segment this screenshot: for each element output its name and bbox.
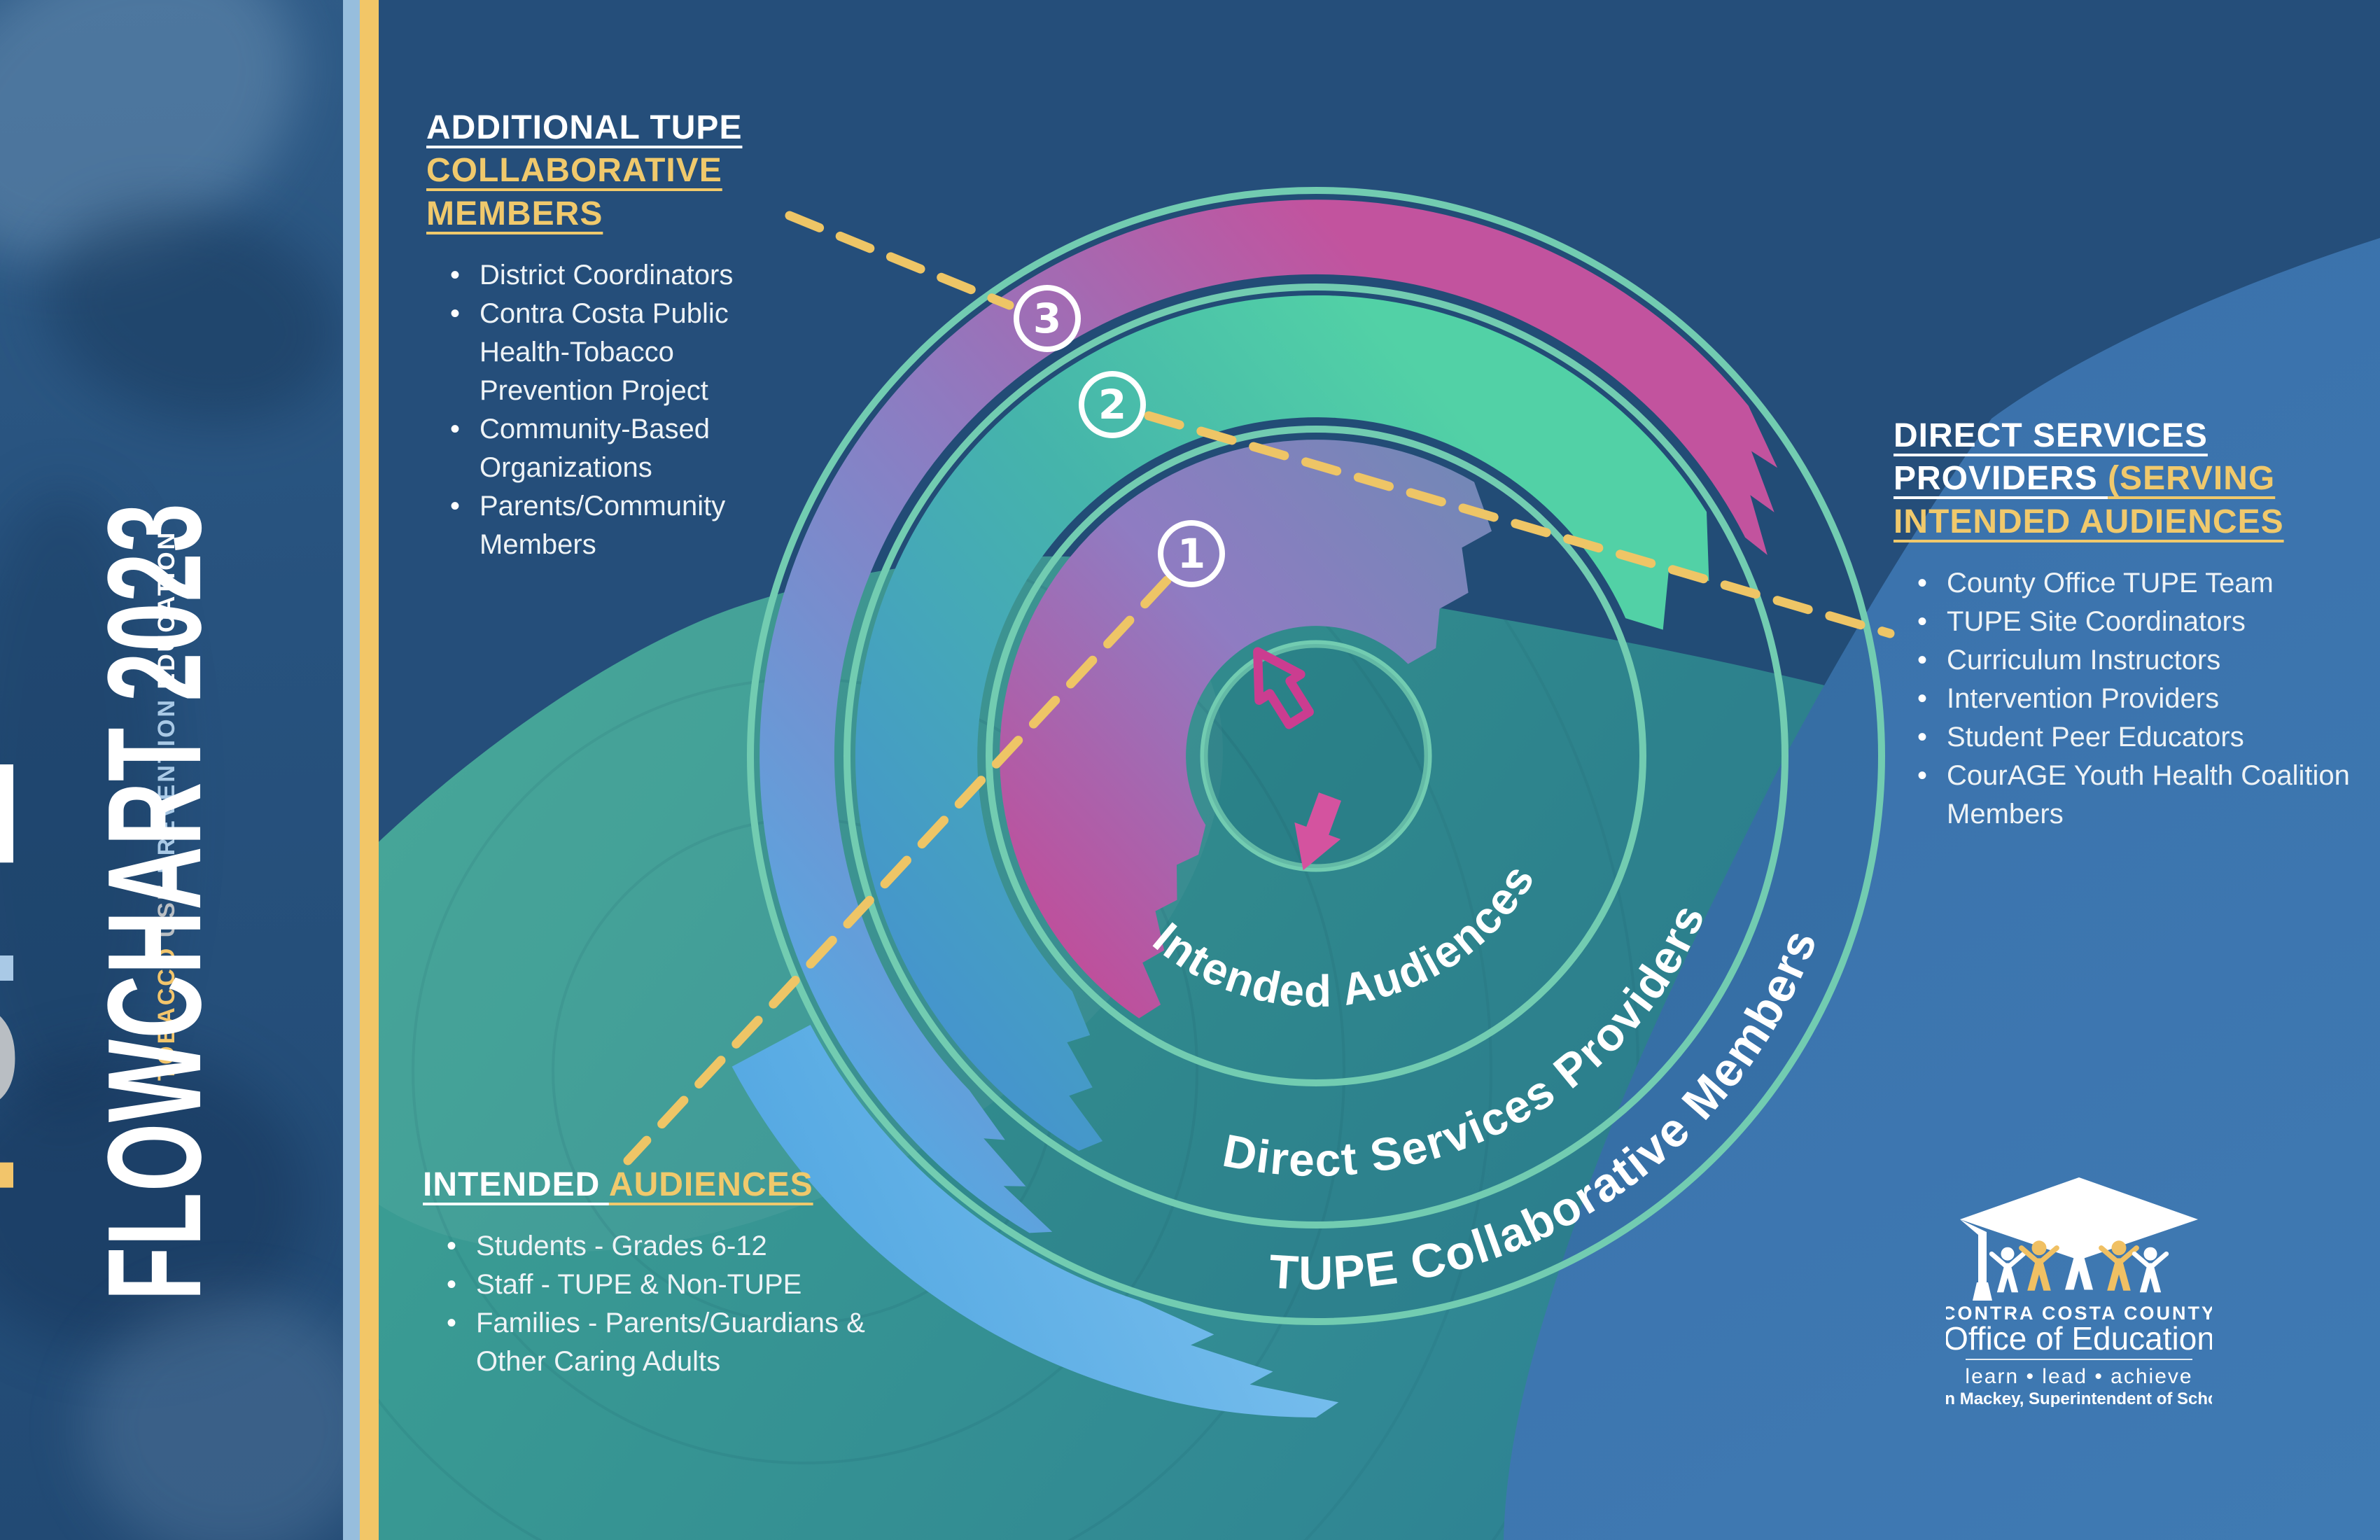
heading-segment: E: [0, 756, 50, 874]
sidebar-photo: [84, 1295, 343, 1540]
heading-segment: ADDITIONAL TUPE: [426, 109, 743, 146]
list-item: County Office TUPE Team: [1917, 564, 2356, 603]
brand-wordmark-tupe: TUPE: [0, 756, 50, 1228]
list-item: Families - Parents/Guardians & Other Car…: [447, 1304, 913, 1381]
callout-list: District CoordinatorsContra Costa Public…: [426, 256, 783, 564]
heading-line: INTENDED AUDIENCES: [1893, 500, 2356, 543]
callout-list: Students - Grades 6-12Staff - TUPE & Non…: [423, 1227, 913, 1381]
accent-stripe-lightblue: [343, 0, 360, 1540]
mint-ring: [986, 426, 1646, 1086]
callout-heading: INTENDED AUDIENCES: [423, 1163, 913, 1206]
heading-segment: INTENDED AUDIENCES: [1893, 503, 2284, 540]
dashed-connectors: [623, 211, 1895, 1166]
heading-segment: PROVIDERS: [1893, 460, 2108, 498]
heading-segment: (SERVING: [2108, 460, 2276, 498]
dash-line-2: [1144, 411, 1895, 638]
callout-heading: ADDITIONAL TUPE COLLABORATIVE MEMBERS: [426, 106, 783, 235]
list-item: Contra Costa Public Health-Tobacco Preve…: [450, 295, 783, 410]
mint-ring: [844, 284, 1788, 1228]
sidebar-photo: [0, 490, 168, 1120]
heading-line: DIRECT SERVICES: [1893, 414, 2356, 457]
heading-line: COLLABORATIVE: [426, 149, 783, 192]
heading-line: INTENDED AUDIENCES: [423, 1163, 913, 1206]
heading-segment: P: [0, 874, 50, 993]
list-item: Students - Grades 6-12: [447, 1227, 913, 1266]
list-item: Parents/Community Members: [450, 487, 783, 564]
heading-line: PROVIDERS (SERVING: [1893, 457, 2356, 500]
heading-line: MEMBERS: [426, 192, 783, 235]
band-outer-blue: [732, 1025, 1339, 1418]
list-item: Staff - TUPE & Non-TUPE: [447, 1266, 913, 1304]
mint-ring: [1200, 640, 1432, 872]
list-item: CourAGE Youth Health Coalition Members: [1917, 757, 2356, 834]
badge-1: 1: [1158, 520, 1225, 587]
person-icon: [2099, 1240, 2139, 1291]
band-intended: [1000, 440, 1492, 1018]
accent-stripe-yellow: [360, 0, 379, 1540]
person-icon: [2132, 1247, 2169, 1293]
list-item: Community-Based Organizations: [450, 410, 783, 487]
list-item: TUPE Site Coordinators: [1917, 603, 2356, 641]
callout-additional-tupe-collaborative-members: ADDITIONAL TUPE COLLABORATIVE MEMBERS Dist…: [426, 106, 783, 564]
heading-segment: AUDIENCES: [608, 1166, 813, 1203]
person-icon: [2019, 1240, 2059, 1291]
arrow-up-icon: [1253, 647, 1314, 729]
heading-line: ADDITIONAL TUPE: [426, 106, 783, 149]
rings-diagram: Intended Audiences Direct Services Provi…: [732, 187, 1885, 1418]
list-item: District Coordinators: [450, 256, 783, 295]
dash-line-1: [623, 575, 1172, 1166]
heading-segment: T: [0, 1120, 50, 1228]
sidebar: [0, 0, 343, 1540]
heading-line: TUPE: [0, 756, 50, 1228]
logo-org-line2: Office of Education: [1946, 1320, 2212, 1357]
heading-segment: DIRECT SERVICES: [1893, 417, 2208, 454]
exchange-arrows-icon: [1253, 647, 1341, 871]
graduation-cap-icon: [1960, 1177, 2198, 1301]
list-item: Student Peer Educators: [1917, 718, 2356, 757]
dash-line-3: [785, 211, 1014, 310]
callout-list: County Office TUPE TeamTUPE Site Coordin…: [1893, 564, 2356, 834]
badge-2: 2: [1079, 371, 1146, 438]
sidebar-photo: [0, 1050, 308, 1351]
list-item: Curriculum Instructors: [1917, 641, 2356, 680]
callout-intended-audiences: INTENDED AUDIENCES Students - Grades 6-1…: [423, 1163, 913, 1381]
badge-3: 3: [1014, 285, 1081, 352]
heading-segment: MEMBERS: [426, 195, 603, 232]
heading-segment: INTENDED: [423, 1166, 609, 1203]
person-icon: [1989, 1247, 2026, 1293]
logo-org-line1: CONTRA COSTA COUNTY: [1946, 1303, 2212, 1324]
band-direct: [855, 295, 1709, 1152]
page-title-flowchart-2023: FLOWCHART 2023: [80, 502, 229, 1301]
ccc-office-of-education-logo: CONTRA COSTA COUNTY Office of Education …: [1946, 1177, 2212, 1407]
logo-superintendent: Lynn Mackey, Superintendent of Schools: [1946, 1390, 2212, 1407]
logo-tagline: learn • lead • achieve: [1965, 1365, 2192, 1388]
people-icons: [1989, 1230, 2169, 1293]
heading-segment: U: [0, 993, 50, 1121]
heading-segment: COLLABORATIVE: [426, 152, 722, 190]
arrow-down-icon: [1294, 792, 1341, 871]
list-item: Intervention Providers: [1917, 680, 2356, 718]
person-icon: [2054, 1230, 2104, 1290]
mint-rings: [747, 187, 1885, 1325]
mint-ring: [747, 187, 1885, 1325]
